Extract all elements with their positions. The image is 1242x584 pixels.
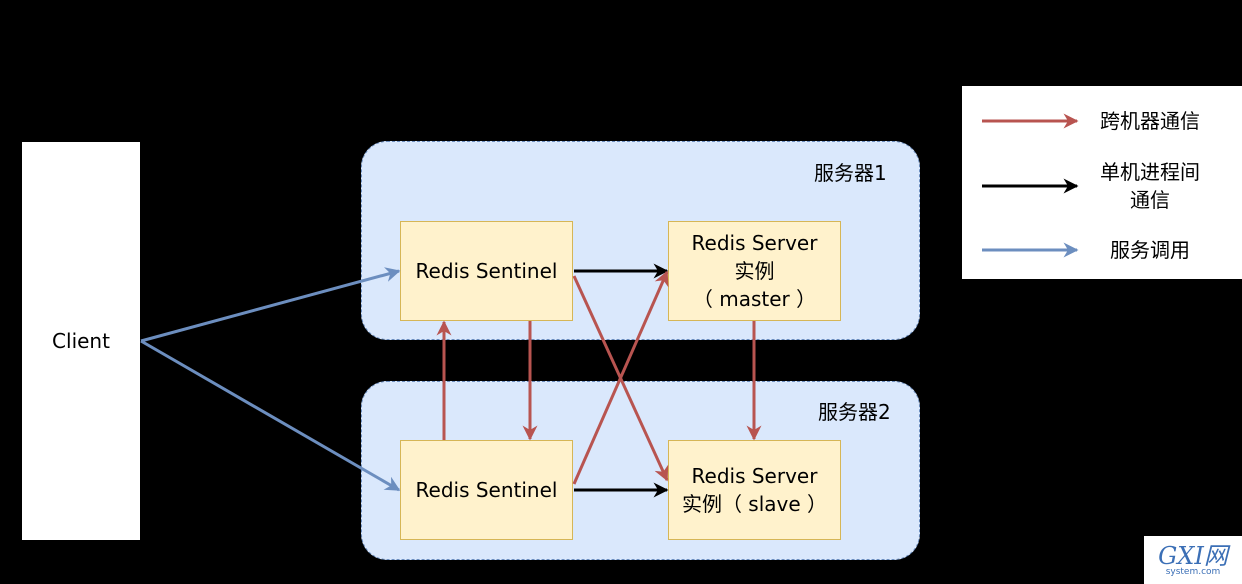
- client-box: Client: [22, 142, 140, 540]
- client-label: Client: [52, 329, 110, 353]
- server-2-label: 服务器2: [818, 400, 891, 424]
- legend-local-ipc-label-line1: 单机进程间: [1100, 160, 1200, 184]
- redis-server-slave-title: Redis Server: [691, 464, 818, 488]
- legend: [962, 86, 1242, 279]
- watermark-sub-text: system.com: [1165, 566, 1221, 577]
- redis-server-master: Redis Server 实例 （ master ）: [668, 221, 841, 321]
- client-to-sentinel-2-arrow: [140, 339, 401, 492]
- legend-service-call-label: 服务调用: [1110, 238, 1190, 262]
- client-to-sentinel-1-arrow: [140, 267, 401, 343]
- legend-cross-machine-label: 跨机器通信: [1100, 109, 1200, 133]
- redis-server-slave-instance: 实例（ slave ）: [681, 492, 828, 516]
- legend-local-ipc-label-line2: 通信: [1130, 188, 1170, 212]
- watermark-logo: GXI网 system.com: [1144, 536, 1242, 584]
- redis-sentinel-2-label: Redis Sentinel: [415, 478, 558, 502]
- server-1-label: 服务器1: [814, 161, 887, 185]
- redis-server-master-title: Redis Server: [691, 231, 818, 255]
- legend-local-ipc-label: 单机进程间 通信: [1082, 158, 1218, 214]
- redis-server-master-instance: 实例: [734, 259, 775, 283]
- redis-sentinel-1-label: Redis Sentinel: [415, 259, 558, 283]
- watermark-logo-text: GXI网: [1158, 541, 1228, 570]
- redis-sentinel-2: Redis Sentinel: [400, 440, 573, 540]
- redis-server-slave: Redis Server 实例（ slave ）: [668, 440, 841, 540]
- redis-sentinel-1: Redis Sentinel: [400, 221, 573, 321]
- redis-server-master-role: （ master ）: [692, 287, 817, 311]
- sentinel-2-to-master-arrow: [572, 270, 669, 485]
